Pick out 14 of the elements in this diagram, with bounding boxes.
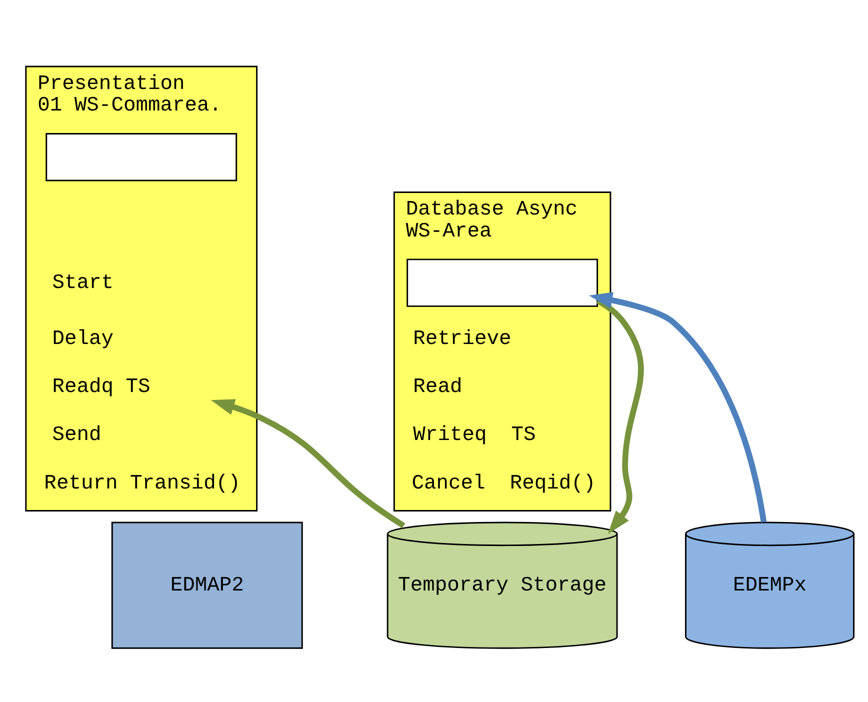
node-text: Writeq TS: [413, 424, 536, 447]
node-text: Return Transid(): [44, 472, 240, 495]
node-box: EDMAP2: [111, 521, 303, 648]
node-box: [406, 258, 598, 306]
node-text: Cancel Reqid(): [412, 472, 596, 495]
node-text: Start: [52, 272, 114, 295]
node-text: Delay: [52, 327, 114, 350]
node-text: Readq TS: [52, 375, 150, 398]
node-text: Retrieve: [413, 327, 512, 350]
node-text: Send: [52, 424, 102, 447]
node-box: [46, 132, 238, 181]
node-text: Read: [413, 375, 462, 398]
arrow: [210, 398, 406, 528]
arrow: [588, 292, 767, 522]
